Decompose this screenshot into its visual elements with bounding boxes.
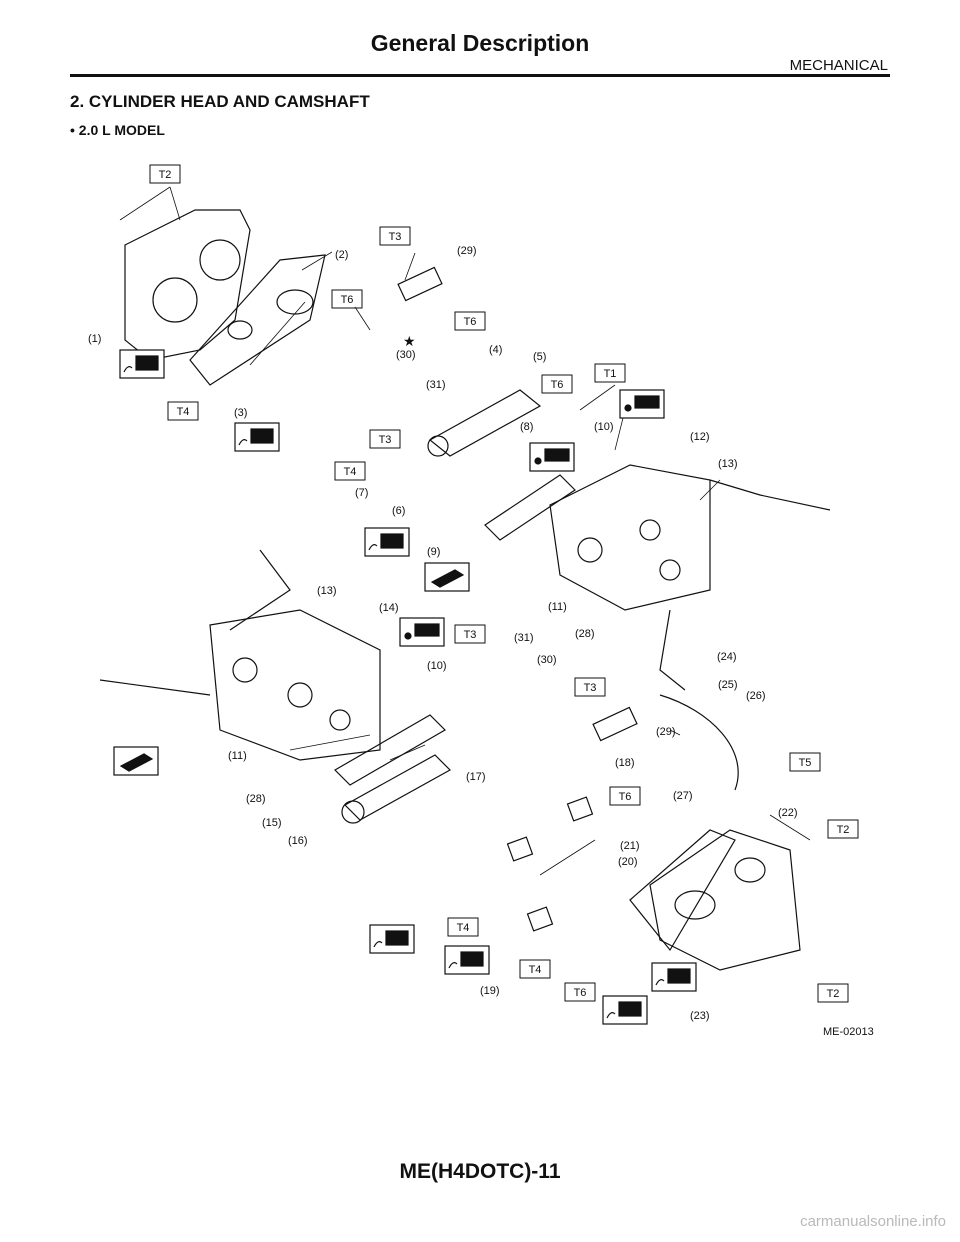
camshaft-drawing-lower-1: [334, 714, 446, 786]
engine-oil-icon: [529, 442, 575, 472]
footer-page-code: ME(H4DOTC)-11: [399, 1160, 561, 1183]
part-label: (12): [690, 431, 710, 443]
oil-hose-drawing: [659, 694, 739, 791]
part-label: (13): [718, 458, 738, 470]
torque-label: T3: [584, 682, 597, 694]
part-label: (30): [537, 654, 557, 666]
cylinder-head-left-drawing: [209, 609, 381, 761]
cylinder-head-right-drawing: [549, 464, 711, 611]
part-label: (10): [594, 421, 614, 433]
star-mark: ★: [403, 333, 416, 349]
gasket-drawing-lower: [629, 829, 736, 952]
part-label: (13): [317, 585, 337, 597]
torque-label: T4: [344, 466, 357, 478]
part-label: (15): [262, 817, 282, 829]
header-rule: [70, 74, 890, 77]
torque-label: T6: [619, 791, 632, 803]
figure-id: ME-02013: [823, 1026, 874, 1038]
sealant-icon: [364, 527, 410, 557]
sealant-icon: [369, 924, 415, 954]
part-label: (16): [288, 835, 308, 847]
torque-label: T6: [341, 294, 354, 306]
part-label: (10): [427, 660, 447, 672]
subsection-title: • 2.0 L MODEL: [70, 122, 165, 138]
grease-icon: [424, 562, 470, 592]
part-label: (11): [548, 601, 567, 613]
part-label: (30): [396, 349, 416, 361]
part-label: (22): [778, 807, 798, 819]
torque-label: T3: [379, 434, 392, 446]
part-label: (17): [466, 771, 486, 783]
torque-label: T4: [529, 964, 542, 976]
camshaft-cap-cover-drawing: [124, 209, 251, 361]
part-label: (27): [673, 790, 693, 802]
part-label: (7): [355, 487, 368, 499]
sealant-icon: [651, 962, 697, 992]
torque-label: T5: [799, 757, 812, 769]
camshaft-drawing-upper: [428, 389, 542, 457]
engine-oil-icon: [619, 389, 665, 419]
torque-label: T2: [159, 169, 172, 181]
engine-oil-icon: [399, 617, 445, 647]
gasket-drawing: [189, 254, 326, 386]
torque-label: T1: [604, 368, 617, 380]
part-label: (8): [520, 421, 533, 433]
part-label: (2): [335, 249, 348, 261]
part-label: (18): [615, 757, 635, 769]
part-label: (9): [427, 546, 440, 558]
part-label: (24): [717, 651, 737, 663]
part-label: (23): [690, 1010, 710, 1022]
torque-label: T4: [457, 922, 470, 934]
exploded-diagram: T2 T3 T6 T6 T4 T3 T6 T1 T4 T3 T3 T6 T4 T…: [70, 150, 900, 1050]
camshaft-cap-cover-right-drawing: [649, 829, 801, 971]
torque-label: T2: [827, 988, 840, 1000]
watermark: carmanualsonline.info: [800, 1213, 946, 1230]
sealant-icon: [234, 422, 280, 452]
part-label: (31): [514, 632, 534, 644]
torque-label: T3: [389, 231, 402, 243]
torque-label: T2: [837, 824, 850, 836]
torque-label: T6: [551, 379, 564, 391]
torque-label: T3: [464, 629, 477, 641]
part-label: (3): [234, 407, 247, 419]
part-label: (21): [620, 840, 640, 852]
torque-label: T6: [464, 316, 477, 328]
part-label: (1): [88, 333, 101, 345]
oil-control-solenoid-drawing: [397, 266, 443, 302]
part-label: (5): [533, 351, 546, 363]
page-header-section: MECHANICAL: [789, 57, 888, 74]
part-label: (6): [392, 505, 405, 517]
part-label: (11): [228, 750, 247, 762]
part-label: (31): [426, 379, 446, 391]
part-label: (4): [489, 344, 502, 356]
part-label: (28): [246, 793, 266, 805]
cylinder-head-camshaft-diagram: T2 T3 T6 T6 T4 T3 T6 T1 T4 T3 T3 T6 T4 T…: [88, 164, 874, 1038]
part-label: (29): [656, 726, 676, 738]
part-label: (14): [379, 602, 399, 614]
part-label: (20): [618, 856, 638, 868]
grease-icon: [113, 746, 159, 776]
torque-label: T6: [574, 987, 587, 999]
page-header-title: General Description: [370, 30, 590, 56]
part-label: (28): [575, 628, 595, 640]
part-label: (26): [746, 690, 766, 702]
sealant-icon: [602, 995, 648, 1025]
camshaft-drawing-middle: [484, 474, 576, 541]
sealant-icon: [444, 945, 490, 975]
sealant-icon: [119, 349, 165, 379]
part-label: (29): [457, 245, 477, 257]
part-label: (19): [480, 985, 500, 997]
section-title: 2. CYLINDER HEAD AND CAMSHAFT: [70, 92, 370, 111]
camshaft-drawing-lower-2: [344, 754, 451, 821]
torque-label: T4: [177, 406, 190, 418]
part-label: (25): [718, 679, 738, 691]
